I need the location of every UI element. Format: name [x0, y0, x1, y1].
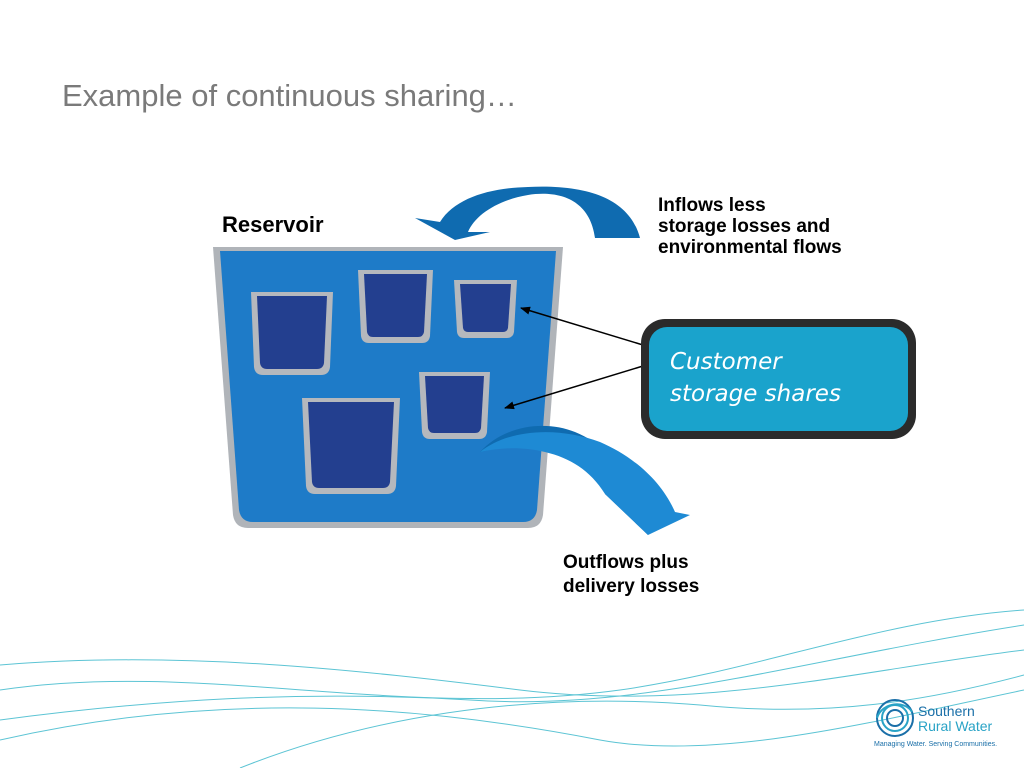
callout-text-line: storage shares: [670, 381, 841, 407]
slide-title: Example of continuous sharing…: [62, 78, 517, 113]
inflow-arrow: [415, 186, 640, 240]
pointer-to-cup-3: [520, 306, 644, 346]
customer-share-cups: [251, 270, 517, 494]
logo-wordmark-line: Rural Water: [918, 718, 993, 734]
inflow-label-line: Inflows less: [658, 195, 766, 216]
reservoir-label: Reservoir: [222, 212, 324, 237]
cup-3: [454, 280, 517, 338]
cup-5: [419, 372, 490, 439]
cup-4: [302, 398, 400, 494]
outflow-label-line: Outflows plus: [563, 552, 689, 573]
inflow-label-line: environmental flows: [658, 237, 842, 258]
cup-1: [251, 292, 333, 375]
outflow-label: Outflows plus delivery losses: [563, 551, 783, 599]
callout-box: [641, 319, 916, 439]
callout-text: Customer storage shares: [670, 346, 841, 410]
pointer-to-cup-5: [504, 365, 644, 410]
outflow-arrow: [480, 425, 690, 535]
callout-pointers: [504, 306, 644, 410]
inflow-label-line: storage losses and: [658, 216, 831, 237]
outflow-label-line: delivery losses: [563, 576, 700, 597]
inflow-label: Inflows less storage losses and environm…: [658, 195, 918, 258]
callout-text-line: Customer: [670, 349, 782, 375]
logo-wordmark: Southern Rural Water: [918, 704, 992, 734]
logo-mark: [876, 699, 914, 737]
logo-tagline: Managing Water. Serving Communities.: [874, 741, 998, 748]
logo-wordmark-line: Southern: [918, 703, 975, 719]
cup-2: [358, 270, 433, 343]
decorative-waves: [0, 609, 1024, 768]
